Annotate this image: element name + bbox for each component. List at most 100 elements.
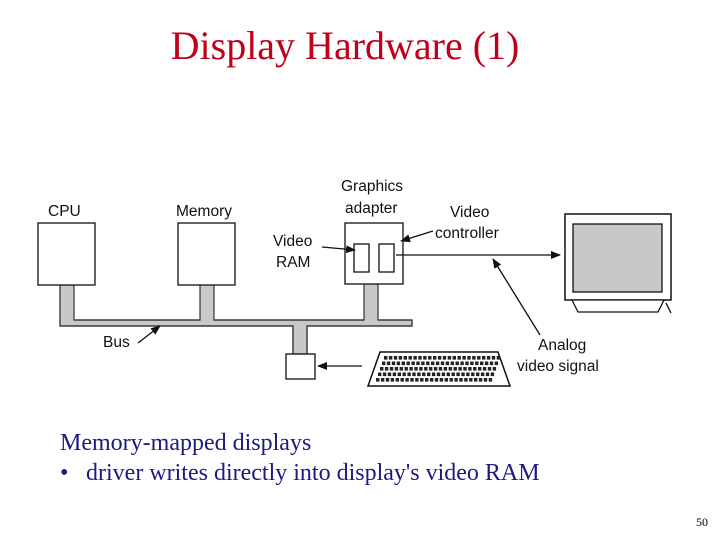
keyboard-key — [454, 378, 458, 382]
keyboard-key — [424, 367, 428, 371]
memory-label: Memory — [176, 203, 232, 220]
keyboard-key — [484, 361, 489, 366]
keyboard-key — [404, 367, 408, 371]
keyboard-key — [405, 378, 409, 382]
video-controller-label-2: controller — [435, 225, 499, 242]
keyboard-key — [394, 367, 399, 371]
keyboard-key — [410, 378, 414, 382]
keyboard-key — [399, 367, 403, 371]
keyboard-key — [460, 361, 464, 366]
keyboard-key — [480, 372, 485, 377]
keyboard-key — [452, 356, 456, 360]
monitor — [564, 213, 672, 314]
keyboard-key — [438, 367, 443, 371]
keyboard-key — [418, 356, 422, 360]
keyboard-key — [407, 372, 411, 377]
keyboard-key — [461, 372, 465, 377]
keyboard-key — [437, 356, 442, 360]
video-ram-arrow — [321, 245, 356, 254]
keyboard-key — [435, 361, 440, 366]
keyboard-key — [482, 367, 487, 371]
keyboard-key — [384, 367, 389, 371]
keyboard-key — [464, 378, 468, 382]
keyboard-key — [380, 378, 385, 382]
keyboard-key — [446, 372, 450, 377]
keyboard — [366, 351, 512, 387]
keyboard-key — [475, 361, 479, 366]
keyboard-key — [440, 361, 445, 366]
keyboard-key — [447, 356, 452, 360]
keyboard-key — [392, 372, 397, 377]
keyboard-key — [419, 367, 423, 371]
keyboard-key — [380, 367, 384, 371]
keyboard-key — [386, 361, 391, 366]
analog-signal-arrow — [492, 258, 541, 336]
keyboard-key — [433, 356, 437, 360]
keyboard-key — [421, 361, 425, 366]
keyboard-key — [450, 361, 454, 366]
cpu-label: CPU — [48, 203, 81, 220]
keyboard-key — [489, 361, 494, 366]
keyboard-key — [488, 378, 493, 382]
keyboard-key — [414, 367, 418, 371]
body-heading: Memory-mapped displays — [60, 430, 312, 456]
keyboard-key — [401, 361, 405, 366]
keyboard-key — [466, 372, 470, 377]
keyboard-controller-box — [285, 353, 316, 380]
keyboard-key — [429, 378, 434, 382]
keyboard-key — [389, 367, 394, 371]
keyboard-key — [472, 356, 476, 360]
keyboard-key — [457, 356, 461, 360]
keyboard-key — [397, 372, 401, 377]
keyboard-key — [477, 356, 481, 360]
keyboard-key — [382, 361, 386, 366]
keyboard-key — [491, 356, 496, 360]
keyboard-key — [467, 356, 471, 360]
keyboard-key — [426, 361, 430, 366]
video-ram-label-1: Video — [273, 233, 312, 250]
keyboard-key — [465, 361, 469, 366]
keyboard-key — [444, 378, 448, 382]
keyboard-key — [402, 372, 406, 377]
keyboard-key — [433, 367, 438, 371]
keyboard-key — [434, 378, 439, 382]
video-controller-label-1: Video — [450, 204, 489, 221]
keyboard-key — [413, 356, 417, 360]
keyboard-key — [443, 367, 448, 371]
keyboard-key — [442, 356, 447, 360]
slide-title: Display Hardware (1) — [170, 23, 520, 68]
keyboard-key — [427, 372, 431, 377]
keyboard-key — [411, 361, 415, 366]
keyboard-key — [474, 378, 478, 382]
keyboard-key — [462, 356, 466, 360]
page-number: 50 — [696, 515, 708, 529]
keyboard-key — [478, 378, 483, 382]
keyboard-key — [492, 367, 497, 371]
video-controller-arrow — [400, 230, 434, 243]
keyboard-key — [436, 372, 441, 377]
bus-arrow — [137, 325, 161, 344]
keyboard-key — [471, 372, 475, 377]
keyboard-key — [456, 372, 460, 377]
keyboard-key — [480, 361, 484, 366]
keyboard-key — [391, 361, 396, 366]
keyboard-key — [388, 356, 393, 360]
keyboard-key — [422, 372, 426, 377]
keyboard-key — [425, 378, 429, 382]
keyboard-key — [376, 378, 380, 382]
keyboard-key — [469, 378, 473, 382]
keyboard-key — [387, 372, 392, 377]
analog-signal-label-1: Analog — [538, 337, 586, 354]
keyboard-key — [451, 372, 455, 377]
graphics-adapter-label-1: Graphics — [341, 178, 403, 195]
keyboard-key — [382, 372, 387, 377]
keyboard-key — [445, 361, 450, 366]
body-text: Memory-mapped displays • driver writes d… — [60, 428, 540, 488]
keyboard-key — [455, 361, 459, 366]
keyboard-key — [416, 361, 420, 366]
keyboard-key — [449, 378, 453, 382]
keyboard-key — [428, 356, 432, 360]
graphics-adapter-label-2: adapter — [345, 200, 398, 217]
keyboard-key — [431, 361, 435, 366]
